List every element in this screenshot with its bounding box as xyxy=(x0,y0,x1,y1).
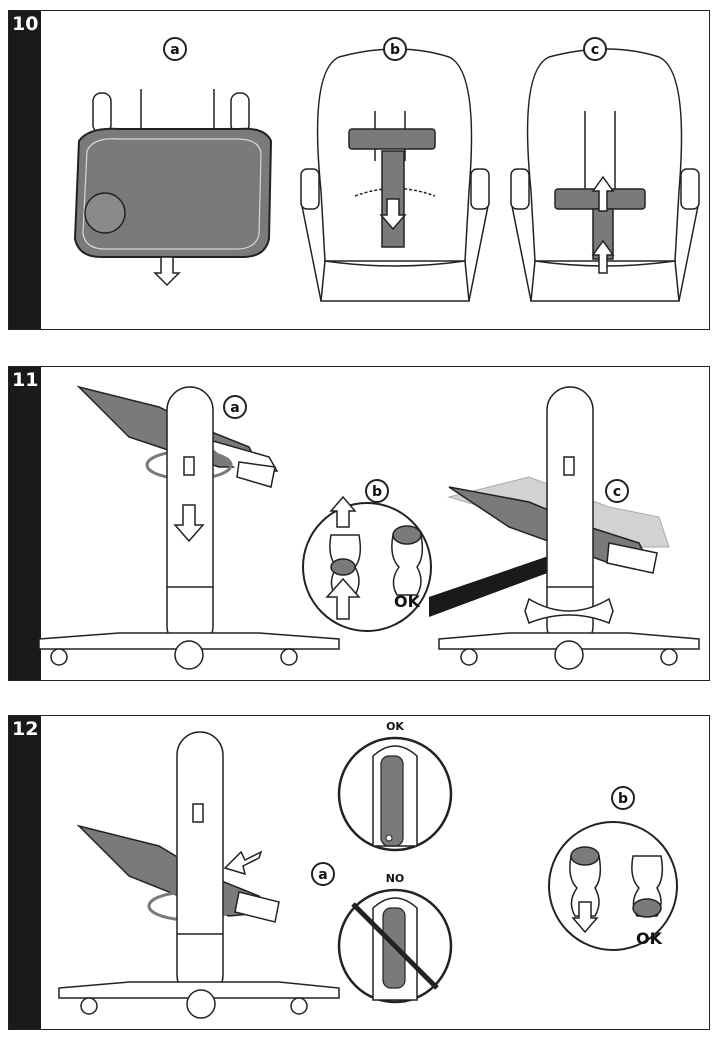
no-label: NO xyxy=(386,872,405,885)
step-sidebar: 10 xyxy=(9,11,41,329)
ok-label: OK xyxy=(636,929,663,948)
svg-text:b: b xyxy=(372,484,382,500)
step-11-panel: 11 a xyxy=(8,366,710,681)
step-sidebar: 12 xyxy=(9,716,41,1029)
step-12-illustration: a OK NO OK b xyxy=(58,720,678,1019)
seat-harness-up-figure xyxy=(510,48,700,302)
svg-text:a: a xyxy=(170,42,179,58)
ok-top-label: OK xyxy=(386,720,404,733)
callout-c: c xyxy=(605,479,629,503)
reclined-chair-figure xyxy=(38,385,340,670)
tray-figure xyxy=(73,89,273,287)
locked-chair-figure xyxy=(58,731,340,1019)
step-10-illustration: a b xyxy=(73,37,700,302)
callout-a: a xyxy=(223,395,247,419)
step-10-panel: 10 a xyxy=(8,10,710,330)
step-number: 11 xyxy=(12,369,39,391)
callout-a: a xyxy=(163,37,187,61)
step-number: 12 xyxy=(12,718,39,740)
callout-b: b xyxy=(365,479,389,503)
step-11-illustration: a OK b xyxy=(38,385,700,670)
step-12-panel: 12 a OK NO xyxy=(8,715,710,1030)
callout-c: c xyxy=(583,37,607,61)
ok-detail: OK xyxy=(337,720,453,852)
step-sidebar: 11 xyxy=(9,367,41,680)
no-detail: NO xyxy=(337,872,453,1004)
ok-label: OK xyxy=(394,592,421,611)
svg-text:b: b xyxy=(390,42,400,58)
svg-text:a: a xyxy=(230,400,239,416)
step-number: 10 xyxy=(12,13,39,35)
seat-harness-down-figure xyxy=(300,48,490,302)
svg-text:b: b xyxy=(618,791,628,807)
callout-a: a xyxy=(311,862,335,886)
callout-b: b xyxy=(611,786,635,810)
callout-b: b xyxy=(383,37,407,61)
release-button-detail: OK xyxy=(548,821,678,951)
svg-text:c: c xyxy=(613,484,621,500)
svg-text:c: c xyxy=(591,42,599,58)
rotating-chair-figure xyxy=(438,386,700,670)
lock-button-detail: OK xyxy=(302,495,569,632)
svg-text:a: a xyxy=(318,867,327,883)
